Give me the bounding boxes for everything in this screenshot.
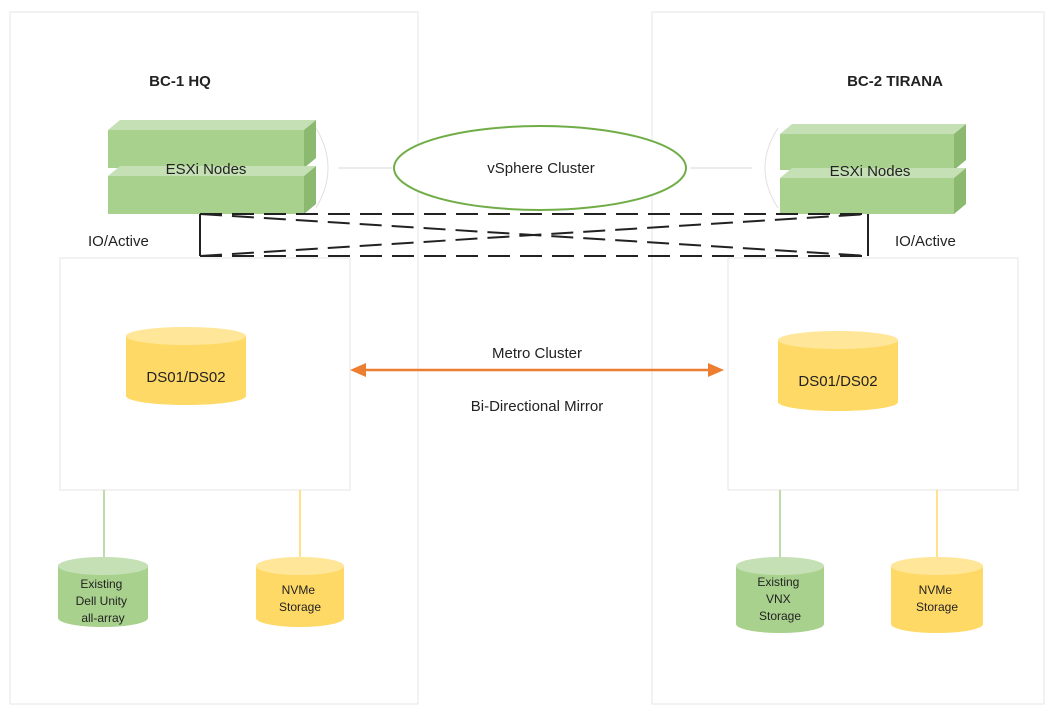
svg-text:Existing Dell Unity: Existing Dell Unity all-array [76,577,131,625]
vsphere-cluster-ellipse [393,125,687,211]
svg-text:NVMe Storage: NVMe Storage [279,583,321,614]
nvme-storage-bc2-line1: NVMe [919,583,953,597]
nvme-storage-bc2: NVMe Storage [891,557,983,633]
node-cluster-arc-right [764,127,779,209]
existing-storage-bc2: Existing VNX Storage [736,557,824,633]
nvme-storage-bc2-line2: Storage [916,600,958,614]
existing-storage-bc1: Existing Dell Unity all-array [58,557,148,627]
node-cluster-arc-left [315,127,329,209]
existing-storage-bc1-line3: all-array [81,611,124,625]
datastore-label-bc2: DS01/DS02 [798,373,877,390]
datastore-bc2: DS01/DS02 [778,331,898,411]
existing-storage-bc2-line1: Existing [757,575,799,589]
svg-text:NVMe Storage: NVMe Storage [916,583,958,614]
datastore-label-bc1: DS01/DS02 [146,369,225,386]
metro-cluster-label: Metro Cluster [492,345,582,362]
existing-storage-bc2-line3: Storage [759,609,801,623]
io-active-label-bc1: IO/Active [88,233,149,250]
esxi-nodes-bc2: ESXi Nodes [780,124,966,214]
bi-directional-mirror-label: Bi-Directional Mirror [471,398,604,415]
esxi-nodes-label-bc1: ESXi Nodes [166,161,247,178]
replication-arrow [350,363,724,377]
vsphere-cluster-label: vSphere Cluster [487,160,595,177]
nvme-storage-bc1: NVMe Storage [256,557,344,627]
existing-storage-bc2-line2: VNX [766,592,791,606]
io-active-label-bc2: IO/Active [895,233,956,250]
datastore-bc1: DS01/DS02 [126,327,246,405]
esxi-nodes-bc1: ESXi Nodes [108,120,316,214]
io-paths [199,213,869,257]
existing-storage-bc1-line2: Dell Unity [76,594,127,608]
svg-text:Existing VNX Stora: Existing VNX Storage [757,575,802,623]
site-title-bc2: BC-2 TIRANA [847,73,943,90]
site-frame-bc1 [9,11,419,705]
existing-storage-bc1-line1: Existing [80,577,122,591]
esxi-nodes-label-bc2: ESXi Nodes [830,163,911,180]
nvme-storage-bc1-line1: NVMe [282,583,316,597]
site-title-bc1: BC-1 HQ [149,73,211,90]
site-frame-bc2 [651,11,1045,705]
nvme-storage-bc1-line2: Storage [279,600,321,614]
